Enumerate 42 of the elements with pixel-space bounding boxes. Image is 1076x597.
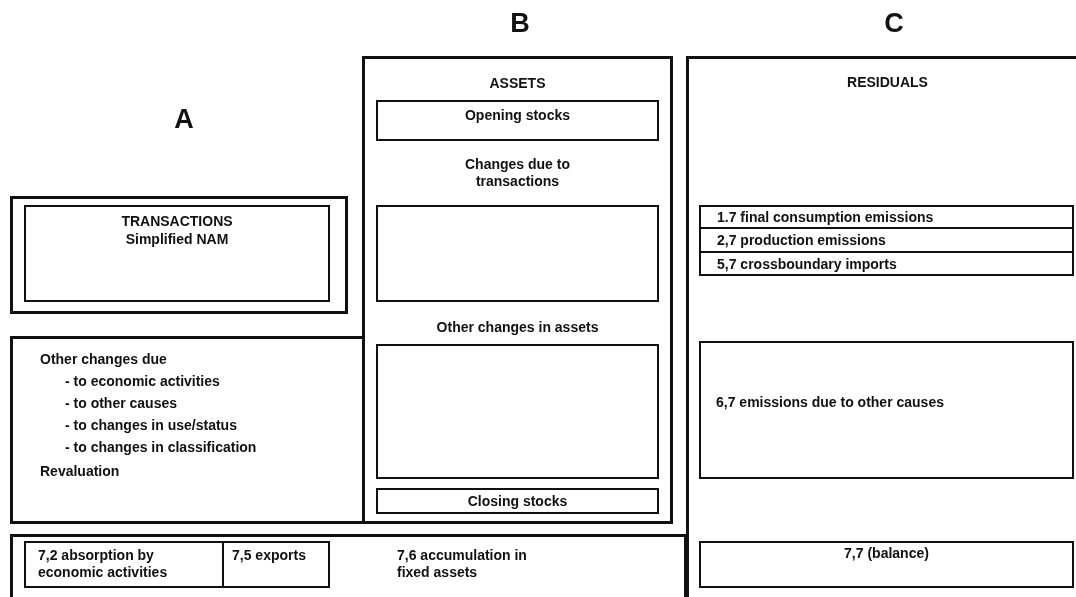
- box-label: 7,6 accumulation in fixed assets: [397, 547, 528, 581]
- table-box: [24, 205, 330, 302]
- table-row: [699, 228, 1074, 252]
- box-label: ASSETS: [488, 75, 547, 92]
- box-label: RESIDUALS: [846, 74, 929, 91]
- column-letter: C: [883, 8, 905, 39]
- table-box: [699, 541, 1074, 588]
- table-row: [699, 252, 1074, 276]
- box-label: - to economic activities: [65, 373, 221, 390]
- box-label: 7,2 absorption by economic activities: [38, 547, 169, 581]
- panel-frame: [10, 534, 687, 597]
- box-label: TRANSACTIONS: [120, 213, 234, 230]
- panel-frame: [10, 336, 362, 524]
- table-box: [376, 344, 659, 479]
- box-label: - to other causes: [65, 395, 179, 412]
- table-box: [376, 205, 659, 302]
- box-label: - to changes in use/status: [65, 417, 238, 434]
- box-label: - to changes in classification: [65, 439, 258, 456]
- box-label: 1.7 final consumption emissions: [717, 209, 935, 226]
- panel-frame: [10, 196, 348, 314]
- box-label: Changes due to transactions: [464, 156, 571, 190]
- column-panel: [686, 56, 1076, 597]
- table-row: [699, 205, 1074, 228]
- column-letter: A: [173, 104, 195, 135]
- box-label: Other changes in assets: [435, 319, 600, 336]
- box-label: Other changes due: [40, 351, 168, 368]
- column-letter: B: [509, 8, 531, 39]
- box-label: Opening stocks: [464, 107, 571, 124]
- box-label: 5,7 crossboundary imports: [717, 256, 898, 273]
- table-box: [224, 541, 330, 588]
- table-box: [376, 100, 659, 141]
- column-panel: [362, 56, 673, 524]
- table-box: [376, 488, 659, 514]
- box-label: Revaluation: [40, 463, 121, 480]
- box-label: Simplified NAM: [124, 231, 230, 248]
- table-box: [699, 341, 1074, 479]
- box-label: Closing stocks: [466, 493, 569, 510]
- box-label: 2,7 production emissions: [717, 232, 887, 249]
- box-label: 7,5 exports: [232, 547, 307, 564]
- box-label: 7,7 (balance): [843, 545, 930, 562]
- table-box: [24, 541, 224, 588]
- box-label: 6,7 emissions due to other causes: [716, 394, 945, 411]
